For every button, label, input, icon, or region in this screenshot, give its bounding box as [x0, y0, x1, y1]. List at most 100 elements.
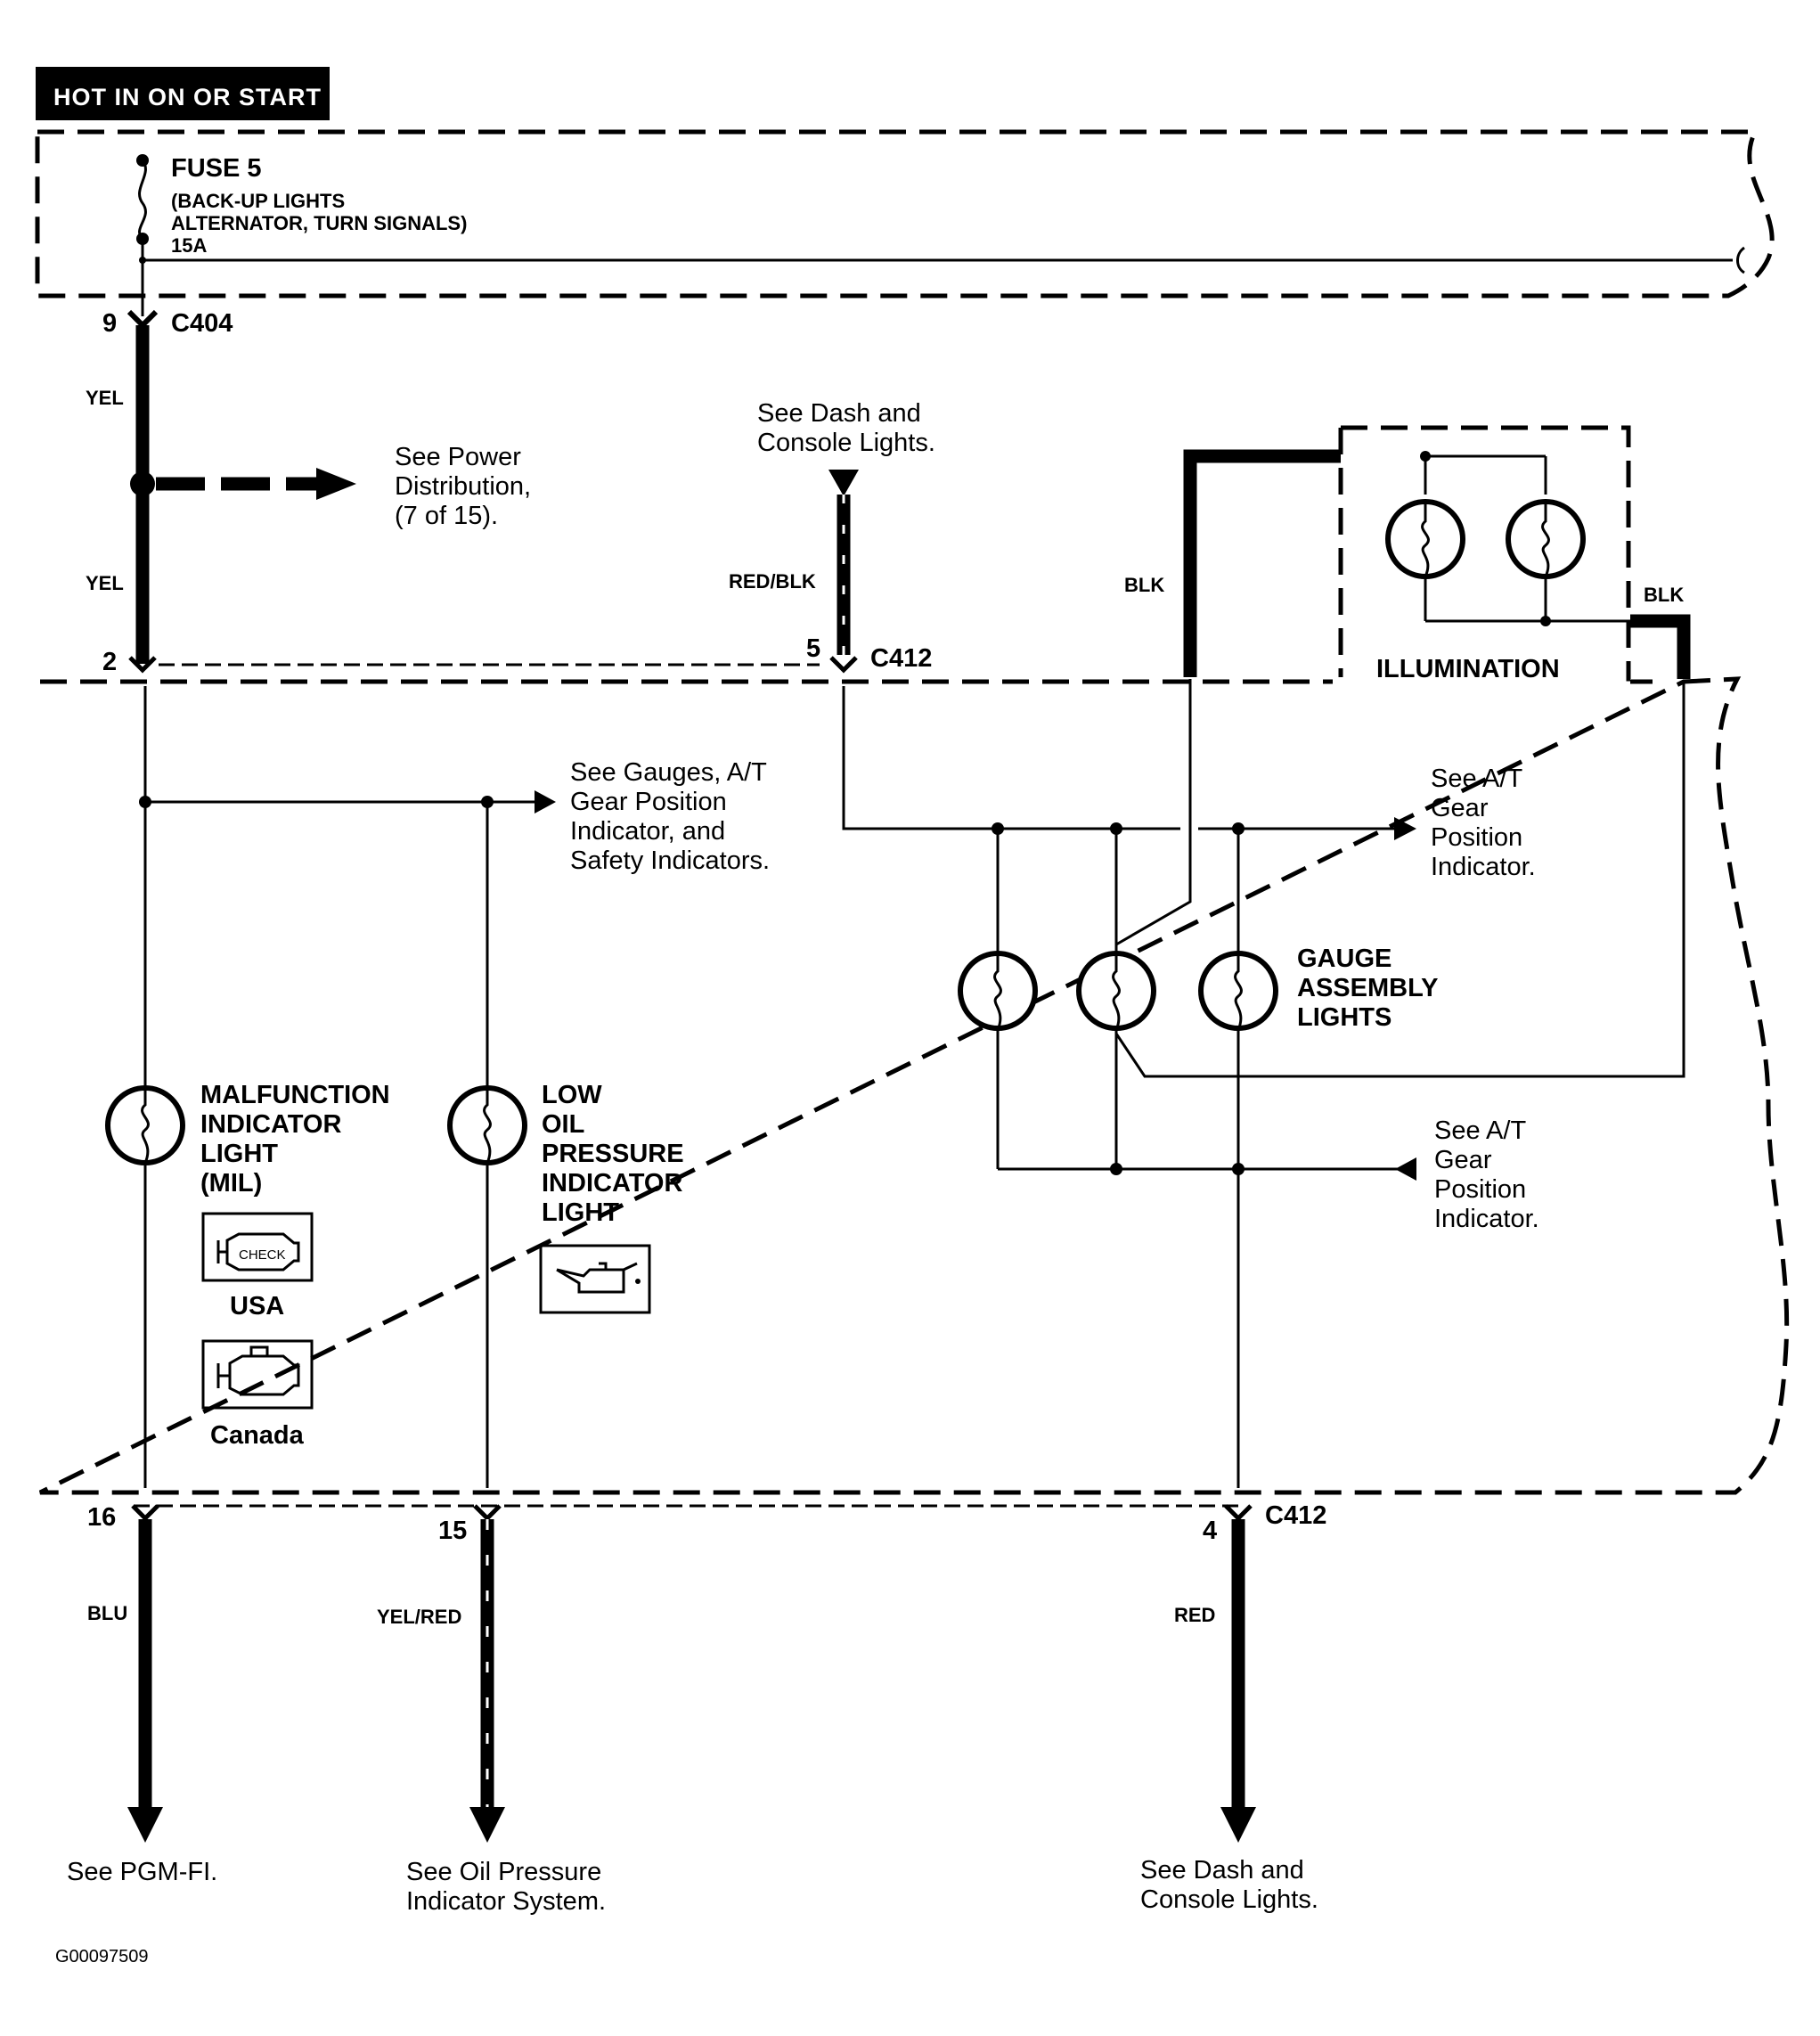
pgm-fi-arrow-icon — [127, 1807, 163, 1843]
at-gear-1-ref-1: See A/T — [1431, 765, 1522, 793]
mil-filament — [141, 1078, 150, 1164]
mil-junction — [139, 796, 151, 808]
gauge-filament-3 — [1234, 952, 1243, 1031]
red-blk-label: RED/BLK — [729, 570, 816, 593]
gauge-filament-1 — [993, 952, 1002, 1031]
oil-label-2: OIL — [542, 1110, 584, 1139]
blk-to-gauge-wire — [1115, 679, 1192, 946]
blk-wire-right — [1630, 614, 1691, 679]
gauges-arrow-icon — [535, 790, 556, 814]
power-dist-ref-2: Distribution, — [395, 472, 531, 501]
gauges-ref-1: See Gauges, A/T — [570, 758, 767, 787]
gauges-ref-2: Gear Position — [570, 788, 727, 816]
oil-label-3: PRESSURE — [542, 1140, 684, 1168]
mil-canada-label: Canada — [210, 1421, 305, 1450]
bus-break-icon — [1736, 246, 1745, 274]
oil-filament — [483, 1078, 492, 1164]
oil-pressure-ref-1: See Oil Pressure — [406, 1858, 601, 1886]
power-dist-ref-3: (7 of 15). — [395, 502, 498, 530]
at-gear-1-ref-3: Position — [1431, 823, 1522, 852]
mil-usa-label: USA — [230, 1292, 284, 1321]
red-label: RED — [1174, 1604, 1215, 1626]
header-title: HOT IN ON OR START — [53, 84, 322, 110]
at-gear-1-ref-4: Indicator. — [1431, 853, 1536, 881]
c412-top-pin: 5 — [806, 634, 820, 663]
pin15-connector-icon — [473, 1504, 502, 1522]
oil-can-icon — [556, 1262, 638, 1294]
mil-label-1: MALFUNCTION — [200, 1081, 390, 1109]
mil-label-4: (MIL) — [200, 1169, 262, 1198]
at-gear-2-ref-4: Indicator. — [1434, 1205, 1539, 1233]
fuse-desc-1: (BACK-UP LIGHTS — [171, 190, 345, 212]
gauge-bottom-junction-1 — [1110, 1163, 1122, 1175]
blk-label-right: BLK — [1644, 584, 1684, 606]
c404-name: C404 — [171, 309, 233, 338]
check-engine-canada-icon — [216, 1345, 300, 1396]
power-dist-ref-1: See Power — [395, 443, 521, 471]
fuse-rating: 15A — [171, 234, 207, 257]
dash-top-arrow-icon — [828, 470, 859, 496]
mil-label-3: LIGHT — [200, 1140, 278, 1168]
c412-bottom-connector-icon — [1224, 1504, 1253, 1522]
at-gear-2-ref-2: Gear — [1434, 1146, 1492, 1174]
oil-label-1: LOW — [542, 1081, 602, 1109]
gauge-filament-2 — [1112, 952, 1121, 1031]
illumination-box-top — [1341, 425, 1631, 682]
illum-junction-bottom — [1540, 616, 1551, 626]
mil-canada-icon-box — [201, 1339, 314, 1410]
c412-bottom-pin: 4 — [1203, 1517, 1217, 1545]
yel-label-top: YEL — [86, 387, 124, 409]
pin2-label: 2 — [102, 648, 117, 676]
dash-bottom-ref-1: See Dash and — [1140, 1856, 1304, 1885]
at-gear-arrow-2-icon — [1395, 1157, 1416, 1181]
dash-top-ref-1: See Dash and — [757, 399, 921, 428]
pgm-fi-ref: See PGM-FI. — [67, 1858, 217, 1886]
power-dist-arrow-icon — [316, 468, 356, 500]
yel-label-mid: YEL — [86, 572, 124, 594]
blk-return-wire — [1114, 682, 1685, 1078]
oil-label-5: LIGHT — [542, 1198, 619, 1227]
illumination-label: ILLUMINATION — [1376, 655, 1560, 683]
gauge-label-3: LIGHTS — [1297, 1003, 1392, 1032]
blu-label: BLU — [87, 1602, 127, 1624]
pin15-label: 15 — [438, 1517, 467, 1545]
dash-top-ref-2: Console Lights. — [757, 429, 935, 457]
gauge-label-1: GAUGE — [1297, 944, 1392, 973]
check-engine-usa-icon — [216, 1232, 300, 1271]
yel-red-label: YEL/RED — [377, 1606, 461, 1628]
c412-bottom-name: C412 — [1265, 1501, 1326, 1530]
fuse-desc-2: ALTERNATOR, TURN SIGNALS) — [171, 212, 467, 234]
at-gear-arrow-1-icon — [1394, 817, 1416, 840]
gauge-feed-wire — [842, 686, 1180, 830]
c404-pin: 9 — [102, 309, 117, 338]
figure-id: G00097509 — [55, 1947, 149, 1966]
mil-label-2: INDICATOR — [200, 1110, 341, 1139]
header-box — [36, 67, 330, 120]
gauge-cluster-box — [38, 676, 1790, 1495]
mil-check-text: CHECK — [239, 1247, 286, 1263]
gauge-bottom-junction-2 — [1232, 1163, 1245, 1175]
dash-bottom-ref-2: Console Lights. — [1140, 1885, 1318, 1914]
pin16-connector-icon — [131, 1504, 159, 1522]
oil-pressure-ref-2: Indicator System. — [406, 1887, 606, 1916]
pin16-label: 16 — [87, 1503, 116, 1532]
oil-pressure-arrow-icon — [469, 1807, 505, 1843]
dash-bottom-arrow-icon — [1220, 1807, 1256, 1843]
oil-icon-box — [539, 1244, 651, 1314]
gauge-label-2: ASSEMBLY — [1297, 974, 1438, 1002]
blk-wire-left — [1183, 449, 1341, 677]
pin2-connector-icon — [128, 656, 157, 674]
at-gear-2-ref-1: See A/T — [1434, 1116, 1526, 1145]
oil-drop-icon — [635, 1279, 641, 1284]
fuse-box-outline — [35, 129, 1775, 298]
at-gear-1-ref-2: Gear — [1431, 794, 1489, 822]
fuse-icon — [138, 159, 147, 241]
gauges-ref-4: Safety Indicators. — [570, 846, 770, 875]
mil-usa-icon-box — [201, 1212, 314, 1282]
c412-top-connector-icon — [829, 656, 858, 674]
c412-top-name: C412 — [870, 644, 932, 673]
illum-filament-1 — [1421, 502, 1430, 577]
illum-filament-2 — [1541, 502, 1550, 577]
splice-dot — [130, 471, 155, 496]
